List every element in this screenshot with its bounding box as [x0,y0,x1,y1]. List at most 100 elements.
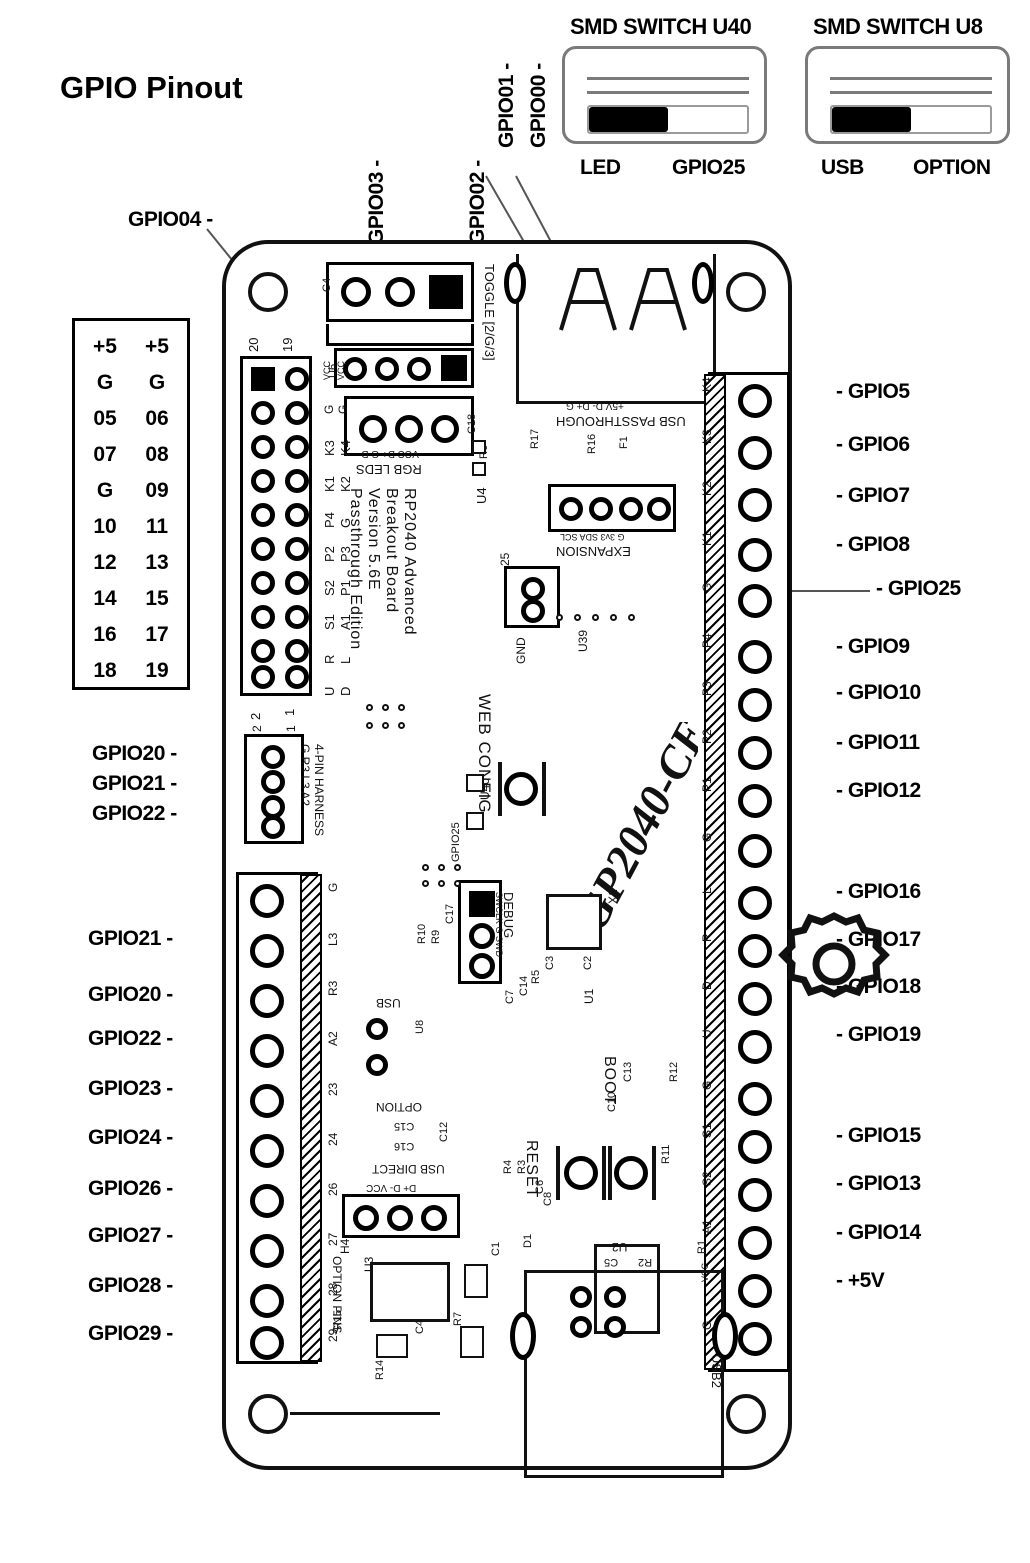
via [438,864,445,871]
smd-switch-u8[interactable] [805,46,1010,144]
terminal-screw[interactable] [738,1030,772,1064]
legend-cell: 18 [93,659,117,682]
pad-hole-oval [712,1312,738,1360]
terminal-screw[interactable] [738,1226,772,1260]
label-gpio6: - GPIO6 [836,433,910,456]
terminal-screw[interactable] [738,834,772,868]
pad-hole [431,415,459,443]
expansion-header[interactable] [548,484,676,532]
terminal-screw[interactable] [738,1322,772,1356]
pad-hole [521,599,545,623]
terminal-screw[interactable] [250,934,284,968]
terminal-screw[interactable] [738,934,772,968]
silk-r4: R4 [502,1159,514,1174]
button-edge [602,1146,606,1200]
silk-expansion-pins: G 3v3 SDA SCL [560,532,625,542]
terminal-screw[interactable] [250,884,284,918]
usb-direct-header[interactable] [342,1194,460,1238]
label-gpio26: GPIO26 - [88,1177,173,1200]
terminal-screw[interactable] [738,982,772,1016]
pad-hole [285,503,309,527]
debug-header[interactable] [458,880,502,984]
silk-rgb-pins: VCC D+ G D- [358,448,419,459]
terminal-screw[interactable] [738,640,772,674]
via [454,880,461,887]
pad-hole [285,367,309,391]
silk-g-b: G [336,404,350,414]
terminal-screw[interactable] [738,784,772,818]
silk-pin2: 2 [248,712,263,720]
silk-usb-passthrough: USB PASSTHROUGH [556,414,686,429]
terminal-screw[interactable] [738,886,772,920]
label-gpio23: GPIO23 - [88,1077,173,1100]
header-gpio25-gnd[interactable] [504,566,560,628]
web-config-button[interactable] [504,772,538,806]
silk-harness-pin2: 2 [250,725,264,732]
silk-c5: C5 [604,1256,619,1268]
terminal-screw[interactable] [250,1184,284,1218]
smd-pad [466,774,484,792]
terminal-screw[interactable] [738,688,772,722]
label-gpio22-harness: GPIO22 - [92,802,177,825]
silk-c15: C15 [394,1120,415,1132]
pad-hole [285,401,309,425]
silk-product-line4: Passthrough Edition [347,488,364,651]
terminal-screw[interactable] [738,1274,772,1308]
legend-cell: 07 [93,443,117,466]
switch-decor-line [830,91,992,94]
silk-vcc-a: VCC [322,360,332,380]
smd-switch-u40-right-option: GPIO25 [672,156,745,179]
terminal-screw[interactable] [738,1178,772,1212]
silk-vcc-b: VCC [336,360,346,380]
terminal-screw[interactable] [250,1284,284,1318]
connector-shroud [326,324,474,346]
header-20pin[interactable] [240,356,312,696]
pad-hole [570,1286,592,1308]
smd-switch-u40[interactable] [562,46,767,144]
switch-track[interactable] [587,105,749,134]
terminal-screw[interactable] [738,584,772,618]
silk-rt-p3: P3 [700,681,714,696]
silk-product-line3: Version 5.6E [365,488,382,591]
switch-track[interactable] [830,105,992,134]
silk-c10: C10 [606,1091,618,1112]
terminal-screw[interactable] [250,1234,284,1268]
reset-button[interactable] [564,1156,598,1190]
terminal-screw[interactable] [250,1034,284,1068]
switch-knob[interactable] [832,107,911,132]
button-edge [542,762,546,816]
terminal-screw[interactable] [738,1082,772,1116]
silk-r2: R2 [638,1256,653,1268]
switch-knob[interactable] [589,107,668,132]
silk-c12: C12 [438,1121,450,1142]
legend-cell: 05 [93,407,117,430]
usb2-connector[interactable] [524,1270,724,1455]
silk-u3: U3 [362,1256,376,1272]
terminal-screw[interactable] [250,1084,284,1118]
legend-row: 10 11 [75,509,187,545]
silk-rt-p2: P2 [700,729,714,744]
terminal-screw[interactable] [250,1326,284,1360]
switch-u8-footprint[interactable] [346,1012,412,1094]
silk-header25: 25 [498,552,512,566]
terminal-screw[interactable] [250,984,284,1018]
pad-hole [589,497,613,521]
terminal-screw[interactable] [738,736,772,770]
legend-cell: 10 [93,515,117,538]
silk-c2: C2 [582,955,594,970]
silk-u1: U1 [582,988,596,1004]
legend-row: 12 13 [75,545,187,581]
terminal-screw[interactable] [738,538,772,572]
silk-rt-a1: A1 [700,1219,714,1234]
terminal-screw[interactable] [738,436,772,470]
terminal-screw[interactable] [738,1130,772,1164]
pad-hole [421,1205,447,1231]
terminal-screw[interactable] [738,384,772,418]
legend-cell: 17 [145,623,169,646]
pad-hole [251,571,275,595]
terminal-screw[interactable] [738,488,772,522]
pad-hole [619,497,643,521]
boot-button[interactable] [614,1156,648,1190]
harness-4pin-connector[interactable] [244,734,304,844]
terminal-screw[interactable] [250,1134,284,1168]
